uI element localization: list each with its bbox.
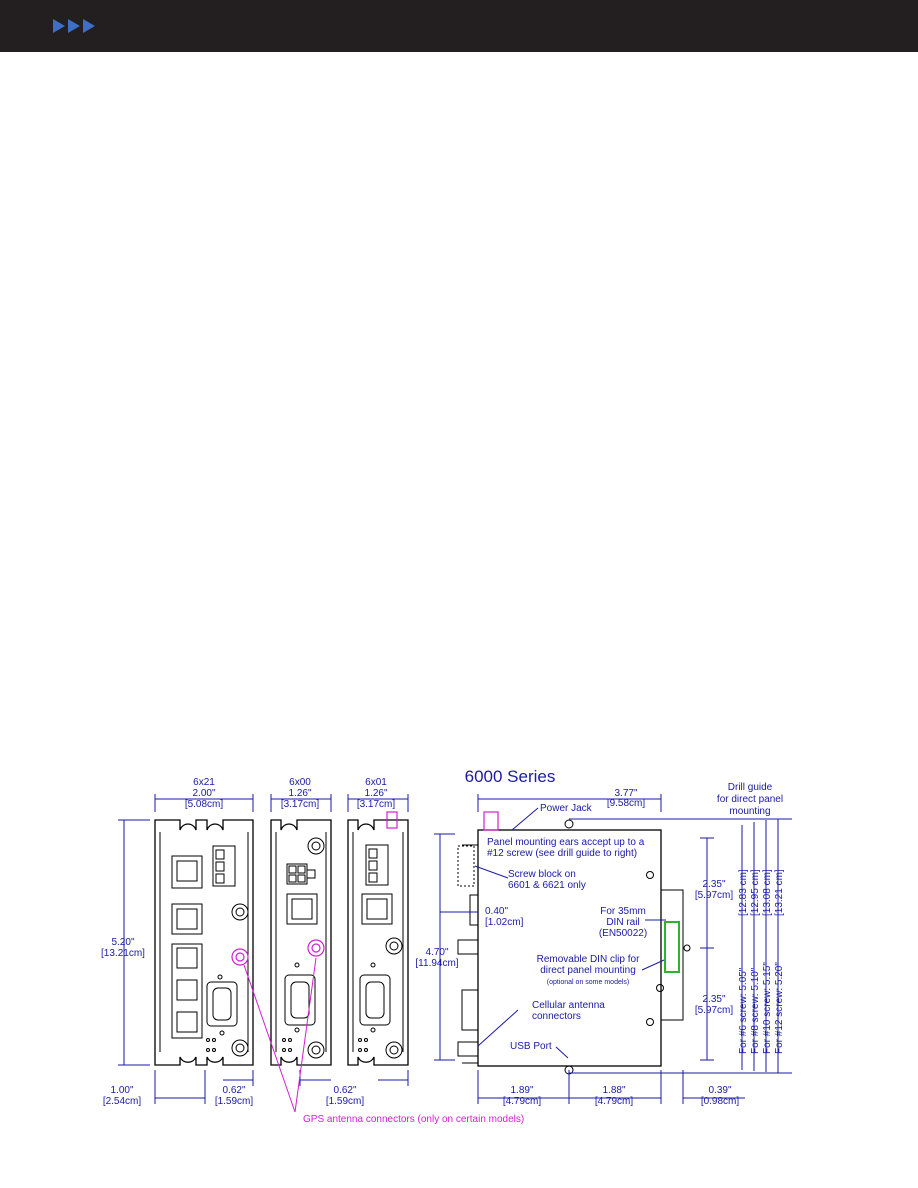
drill-guide-label: for direct panel [717,794,783,805]
model-width-in: 2.00" [192,788,215,799]
drill-guide-label: Drill guide [728,782,773,793]
power-jack-label: Power Jack [540,803,593,814]
side-bottom-a-cm: [4.79cm] [503,1096,542,1107]
device-6x01 [347,811,409,1066]
dimension-lines [118,794,792,1113]
drill-cm-label: [12.83 cm] [738,869,749,916]
model-width-cm: [3.17cm] [357,799,396,810]
din-clip-label: Removable DIN clip for [537,954,640,965]
model-width-cm: [3.17cm] [281,799,320,810]
height-in: 5.20" [111,937,134,948]
side-width-in: 3.77" [614,788,637,799]
inset-in: 0.40" [485,906,508,917]
lower-cm: [5.97cm] [695,1005,734,1016]
model-name: 6x00 [289,777,311,788]
chevron-right-icon [53,19,65,33]
drill-guide-label: mounting [729,806,770,817]
model-width-cm: [5.08cm] [185,799,224,810]
bottom-a-in: 0.62" [222,1085,245,1096]
bottom-left-cm: [2.54cm] [103,1096,142,1107]
upper-cm: [5.97cm] [695,890,734,901]
drill-screw-label: For #6 screw: 5.05" [738,967,749,1054]
bottom-a-cm: [1.59cm] [215,1096,254,1107]
chevron-right-icon [68,19,80,33]
bottom-b-cm: [1.59cm] [326,1096,365,1107]
side-width-cm: [9.58cm] [607,798,646,809]
header-bar [0,0,918,52]
cellular-antenna-label: connectors [532,1011,581,1022]
screw-block-label: Screw block on [508,869,576,880]
din-clip-label: (optional on some models) [547,979,630,986]
side-bottom-b-in: 1.88" [602,1085,625,1096]
model-width-in: 1.26" [288,788,311,799]
din-rail-label: DIN rail [606,917,639,928]
side-bottom-b-cm: [4.79cm] [595,1096,634,1107]
rail-cm: [0.98cm] [701,1096,740,1107]
panel-ears-label: Panel mounting ears accept up to a [487,837,645,848]
model-width-in: 1.26" [364,788,387,799]
device-side-view [457,811,691,1075]
side-bottom-a-in: 1.89" [510,1085,533,1096]
gps-antenna-label: GPS antenna connectors (only on certain … [303,1114,524,1125]
drill-cm-label: [13.21 cm] [774,869,785,916]
device-6x21 [154,819,254,1066]
chevron-right-icon [83,19,95,33]
device-6x00 [270,819,332,1066]
din-rail-label: For 35mm [600,906,646,917]
drill-screw-label: For #8 screw: 5.10" [750,967,761,1054]
drill-cm-label: [12.95 cm] [750,869,761,916]
model-name: 6x01 [365,777,387,788]
screw-block-label: 6601 & 6621 only [508,880,586,891]
rail-in: 0.39" [708,1085,731,1096]
height-cm: [13.21cm] [101,948,145,959]
cellular-antenna-label: Cellular antenna [532,1000,605,1011]
model-name: 6x21 [193,777,215,788]
usb-port-label: USB Port [510,1041,552,1052]
lower-in: 2.35" [702,994,725,1005]
inset-cm: [1.02cm] [485,917,524,928]
din-clip-label: direct panel mounting [540,965,636,976]
din-rail-label: (EN50022) [599,928,647,939]
drill-screw-label: For #10 screw: 5.15" [762,962,773,1054]
diagram-title: 6000 Series [465,767,556,786]
panel-ears-label: #12 screw (see drill guide to right) [487,848,637,859]
drill-screw-label: For #12 screw: 5.20" [774,962,785,1054]
side-height-cm: [11.94cm] [415,958,458,969]
bottom-left-in: 1.00" [110,1085,133,1096]
bottom-b-in: 0.62" [333,1085,356,1096]
upper-in: 2.35" [702,879,725,890]
side-height-in: 4.70" [425,947,448,958]
drill-cm-label: [13.08 cm] [762,869,773,916]
